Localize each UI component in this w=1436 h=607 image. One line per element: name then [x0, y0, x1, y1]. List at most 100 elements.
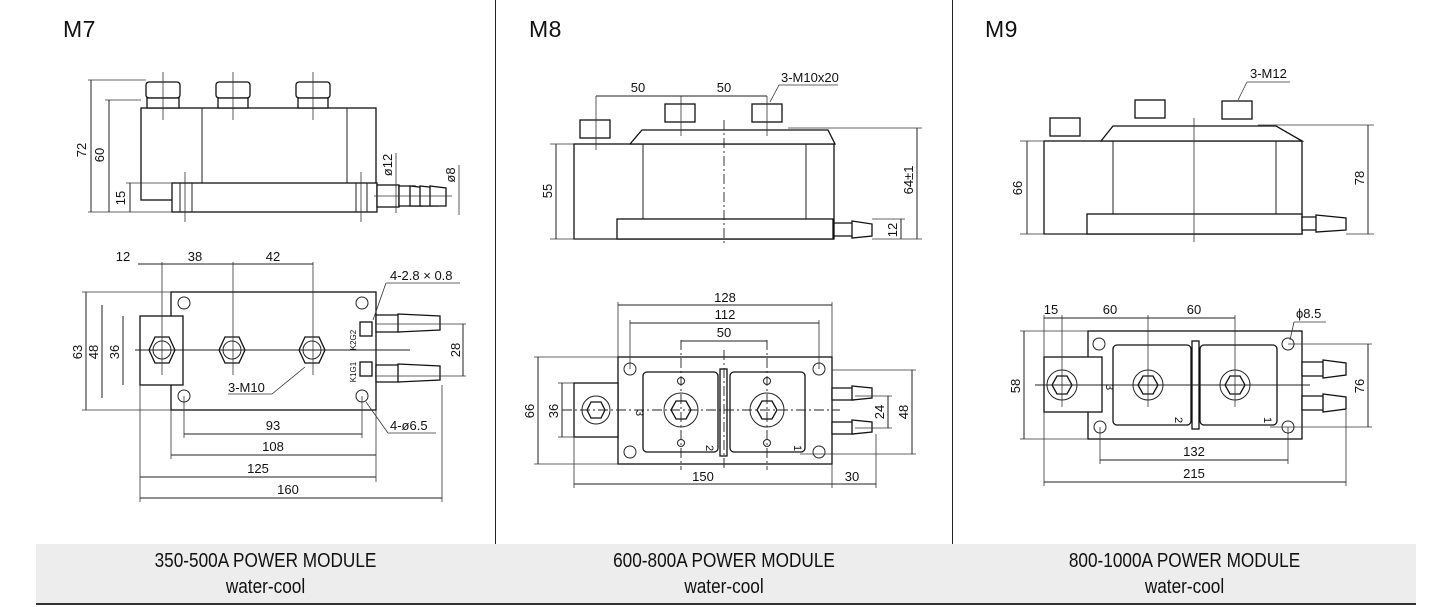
terminal-number: 3 [633, 410, 645, 416]
m7-top-view: K2G2 K1G1 12 38 42 4-2.8 × 0.8 63 48 36 … [70, 249, 466, 502]
caption-subtitle: water-cool [225, 576, 306, 598]
drawing-line [1049, 117, 1081, 137]
dim-132: 132 [1183, 444, 1205, 459]
drawing-line [1134, 99, 1166, 119]
dim-pipe-outer: ø12 [380, 154, 395, 176]
dim-height-base: 12 [885, 223, 900, 237]
m9-drawing: 3-M12 66 78 3 2 1 [1008, 66, 1374, 486]
tab-size-label: 4-2.8 × 0.8 [390, 268, 453, 283]
module-panel-m9: M9 3-M12 66 78 [953, 0, 1436, 544]
module-panel-m8: M8 50 50 3-M10x20 55 64±1 12 [496, 0, 952, 544]
dim-128: 128 [714, 290, 736, 305]
drawing-line [833, 222, 854, 237]
dim-112: 112 [715, 307, 736, 322]
drawing-line [1099, 125, 1305, 142]
dim-150: 150 [692, 469, 714, 484]
model-title: M7 [63, 16, 96, 42]
dim-36: 36 [546, 404, 561, 418]
drawing-line [851, 385, 873, 401]
dim-pitch-b: 50 [717, 80, 731, 95]
dim-pipe-inner: ø8 [443, 167, 458, 182]
dim-48: 48 [896, 405, 911, 419]
drawing-line [359, 321, 373, 337]
terminal-label: K1G1 [349, 361, 358, 382]
panel-divider [952, 0, 953, 604]
caption-bar: 350-500A POWER MODULE water-cool 600-800… [36, 544, 1416, 605]
dim-height-body: 55 [540, 184, 555, 198]
dim-60a: 60 [1103, 302, 1117, 317]
terminal-number: 3 [1103, 384, 1115, 390]
dim-50: 50 [717, 325, 731, 340]
hole-spec-label: 4-ø6.5 [390, 418, 428, 433]
dim-15: 15 [1044, 302, 1058, 317]
caption-subtitle: water-cool [1144, 576, 1225, 598]
hole-spec-label: ϕ8.5 [1296, 306, 1321, 321]
terminal-number: 2 [1172, 417, 1184, 423]
cooling-base [1086, 213, 1303, 235]
drawing-line [1322, 393, 1347, 413]
cooling-base [616, 218, 834, 240]
drawing-line [355, 296, 369, 310]
drawing-line [769, 84, 780, 103]
caption-m9: 800-1000A POWER MODULE water-cool [985, 544, 1383, 603]
m7-side-view: 72 60 15 ø12 ø8 [74, 72, 460, 222]
drawing-line [1237, 81, 1248, 101]
caption-m8: 600-800A POWER MODULE water-cool [528, 544, 920, 603]
screw-spec-label: 3-M12 [1250, 66, 1287, 81]
screw-spec-label: 3-M10 [228, 380, 265, 395]
drawing-line [812, 445, 826, 459]
dim-58: 58 [1008, 379, 1023, 393]
dim-38: 38 [188, 249, 202, 264]
screw-spec-label: 3-M10x20 [781, 70, 839, 85]
dim-76: 76 [1352, 379, 1367, 393]
caption-subtitle: water-cool [684, 576, 764, 598]
m9-top-view: 3 2 1 15 60 60 ϕ8.5 58 76 132 215 [1008, 302, 1372, 486]
dim-125: 125 [247, 461, 269, 476]
drawing-line [1322, 359, 1347, 379]
drawing-line [719, 368, 728, 457]
drawing-line [831, 387, 855, 401]
dim-height-body: 60 [92, 148, 107, 162]
drawing-line [177, 296, 191, 310]
dim-height-body: 66 [1010, 181, 1025, 195]
terminal-number: 2 [703, 445, 715, 451]
m7-drawing: 72 60 15 ø12 ø8 K2G2 K1G1 [70, 72, 466, 502]
terminal-number: 1 [791, 445, 803, 451]
dim-30: 30 [845, 469, 859, 484]
dim-28: 28 [448, 343, 463, 357]
dim-42: 42 [266, 249, 280, 264]
dim-12: 12 [116, 249, 130, 264]
dim-height-total: 72 [74, 143, 89, 157]
m8-drawing: 50 50 3-M10x20 55 64±1 12 3 [522, 70, 922, 488]
drawing-line [271, 366, 306, 395]
dim-24: 24 [872, 405, 887, 419]
dim-93: 93 [266, 418, 280, 433]
drawing-line [1092, 337, 1106, 351]
base-plate [170, 291, 377, 411]
dim-48: 48 [86, 345, 101, 359]
dim-height-total: 78 [1352, 171, 1367, 185]
m9-side-view: 3-M12 66 78 [1010, 66, 1374, 242]
drawing-line [1315, 214, 1347, 233]
drawing-line [1289, 321, 1295, 341]
terminal-label: K2G2 [349, 329, 358, 350]
drawing-line [1301, 395, 1326, 411]
dim-60b: 60 [1187, 302, 1201, 317]
drawing-line [359, 361, 373, 377]
drawing-line [365, 401, 389, 434]
module-panel-m7: M7 72 60 [0, 0, 495, 544]
drawing-line [851, 419, 873, 435]
caption-m7: 350-500A POWER MODULE water-cool [68, 544, 463, 603]
dim-215: 215 [1183, 466, 1205, 481]
model-title: M9 [985, 16, 1018, 42]
drawing-line [579, 119, 611, 139]
caption-title: 800-1000A POWER MODULE [1068, 550, 1301, 572]
dim-108: 108 [262, 439, 284, 454]
caption-title: 350-500A POWER MODULE [154, 550, 377, 572]
caption-title: 600-800A POWER MODULE [613, 550, 835, 572]
drawing-line [851, 220, 873, 239]
terminal-number: 1 [1261, 417, 1273, 423]
dim-160: 160 [277, 482, 299, 497]
m8-side-view: 50 50 3-M10x20 55 64±1 12 [540, 70, 922, 246]
drawing-line [372, 282, 387, 321]
